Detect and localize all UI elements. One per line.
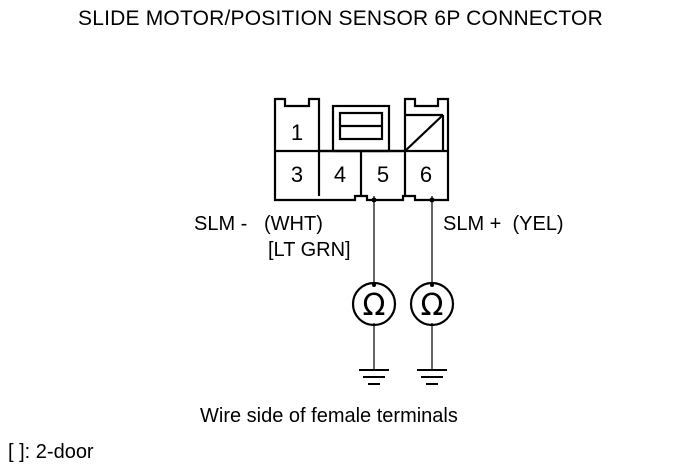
- pin-5-label: 5: [377, 162, 389, 187]
- ground-icon-right: [417, 369, 447, 385]
- slm-plus-label: SLM + (YEL): [443, 213, 564, 235]
- diagram-title: SLIDE MOTOR/POSITION SENSOR 6P CONNECTOR: [78, 7, 603, 30]
- slm-minus-alt-color-label: [LT GRN]: [268, 239, 351, 261]
- pin-6-label: 6: [420, 162, 432, 187]
- pin-1-label: 1: [291, 120, 303, 145]
- ohmmeter-icon-right: [409, 281, 455, 327]
- ohmmeter-icon-left: [351, 281, 397, 327]
- view-caption: Wire side of female terminals: [200, 405, 458, 427]
- ground-icon-left: [359, 369, 389, 385]
- ohm-symbol-right: Ω: [421, 288, 444, 323]
- slm-minus-label: SLM - (WHT): [194, 213, 323, 235]
- pin-4-label: 4: [334, 162, 346, 187]
- footnote: [ ]: 2-door: [8, 441, 94, 463]
- ohm-symbol-left: Ω: [363, 288, 386, 323]
- pin-3-label: 3: [291, 162, 303, 187]
- cavity-diagonal: [404, 114, 444, 152]
- connector-outline: [273, 97, 450, 202]
